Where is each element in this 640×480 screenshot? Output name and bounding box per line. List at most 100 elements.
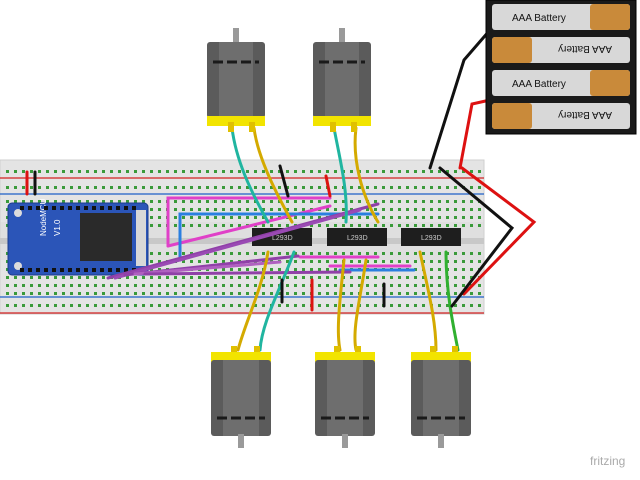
breadboard-hole (70, 200, 73, 203)
breadboard-hole (166, 252, 169, 255)
breadboard-hole (446, 216, 449, 219)
breadboard-hole (366, 284, 369, 287)
breadboard-hole (462, 260, 465, 263)
breadboard-hole (262, 252, 265, 255)
breadboard-hole (46, 186, 49, 189)
breadboard-hole (374, 292, 377, 295)
breadboard-hole (438, 224, 441, 227)
breadboard-hole (54, 170, 57, 173)
breadboard-hole (166, 186, 169, 189)
breadboard-hole (382, 276, 385, 279)
breadboard-hole (174, 284, 177, 287)
breadboard-hole (262, 216, 265, 219)
breadboard-hole (478, 252, 481, 255)
breadboard-hole (262, 304, 265, 307)
battery-cell-label: AAA Battery (558, 43, 612, 54)
breadboard-hole (318, 268, 321, 271)
breadboard-hole (134, 304, 137, 307)
breadboard-hole (238, 252, 241, 255)
breadboard-hole (374, 304, 377, 307)
breadboard-hole (414, 170, 417, 173)
breadboard-hole (134, 284, 137, 287)
breadboard-hole (70, 186, 73, 189)
mcu-pin (100, 268, 104, 272)
breadboard-hole (422, 284, 425, 287)
breadboard-hole (414, 208, 417, 211)
breadboard-hole (302, 276, 305, 279)
battery-cell-1: AAA Battery (492, 4, 630, 30)
breadboard-hole (230, 276, 233, 279)
breadboard-hole (150, 170, 153, 173)
breadboard-hole (414, 200, 417, 203)
breadboard-hole (390, 292, 393, 295)
breadboard-hole (302, 292, 305, 295)
breadboard-hole (454, 292, 457, 295)
breadboard-hole (286, 200, 289, 203)
nodemcu-pin-headers (20, 206, 136, 272)
breadboard-hole (390, 304, 393, 307)
breadboard-hole (422, 186, 425, 189)
breadboard-hole (38, 284, 41, 287)
breadboard-hole (422, 170, 425, 173)
breadboard-hole (294, 304, 297, 307)
breadboard-hole (302, 268, 305, 271)
breadboard-hole (462, 170, 465, 173)
breadboard-hole (182, 224, 185, 227)
breadboard-hole (310, 268, 313, 271)
mcu-pin (84, 268, 88, 272)
breadboard-hole (182, 216, 185, 219)
breadboard-hole (230, 284, 233, 287)
driver-chip-2-label: L293D (347, 235, 368, 242)
breadboard-hole (350, 276, 353, 279)
breadboard-hole (478, 224, 481, 227)
breadboard-hole (254, 170, 257, 173)
breadboard-hole (390, 208, 393, 211)
jumper-black-2 (278, 164, 290, 198)
breadboard-hole (262, 200, 265, 203)
breadboard-hole (238, 268, 241, 271)
breadboard-hole (430, 276, 433, 279)
breadboard-hole (406, 284, 409, 287)
breadboard-hole (190, 292, 193, 295)
breadboard-hole (302, 170, 305, 173)
breadboard-hole (406, 292, 409, 295)
breadboard-hole (246, 252, 249, 255)
breadboard-hole (150, 268, 153, 271)
breadboard-hole (422, 252, 425, 255)
breadboard-hole (398, 216, 401, 219)
breadboard-hole (414, 276, 417, 279)
breadboard-hole (406, 216, 409, 219)
breadboard-hole (206, 216, 209, 219)
breadboard-hole (454, 208, 457, 211)
breadboard-hole (246, 186, 249, 189)
breadboard-hole (62, 304, 65, 307)
breadboard-hole (382, 170, 385, 173)
breadboard-hole (318, 276, 321, 279)
breadboard-hole (278, 292, 281, 295)
breadboard-hole (390, 252, 393, 255)
breadboard-hole (334, 268, 337, 271)
breadboard-hole (334, 292, 337, 295)
battery-cell-4: AAA Battery (492, 103, 630, 129)
breadboard-hole (102, 170, 105, 173)
breadboard-hole (238, 224, 241, 227)
nodemcu-version-label: V1.0 (53, 219, 62, 236)
breadboard-hole (190, 186, 193, 189)
breadboard-hole (438, 260, 441, 263)
breadboard-hole (454, 276, 457, 279)
breadboard-hole (54, 304, 57, 307)
breadboard-hole (462, 252, 465, 255)
breadboard-hole (190, 216, 193, 219)
breadboard-hole (470, 292, 473, 295)
breadboard-hole (358, 252, 361, 255)
breadboard-hole (294, 276, 297, 279)
breadboard-hole (422, 276, 425, 279)
breadboard-hole (286, 284, 289, 287)
breadboard-hole (326, 276, 329, 279)
mcu-pin (76, 206, 80, 210)
breadboard-hole (230, 224, 233, 227)
breadboard-hole (286, 304, 289, 307)
breadboard-hole (374, 200, 377, 203)
breadboard-hole (278, 304, 281, 307)
